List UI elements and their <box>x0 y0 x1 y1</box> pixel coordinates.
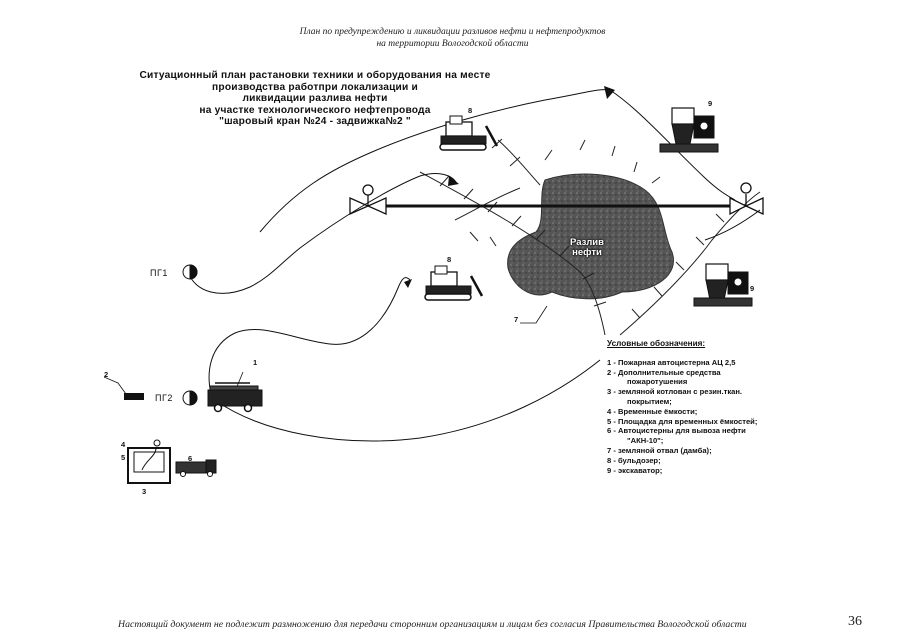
footer-notice: Настоящий документ не подлежит размножен… <box>118 619 747 630</box>
bulldozer-icon <box>424 265 484 301</box>
hydrant-pg1-icon <box>182 264 198 280</box>
earth-pit-icon <box>127 439 171 484</box>
marker-2: 2 <box>104 370 109 379</box>
plan-title-line: Ситуационный план растановки техники и о… <box>139 70 491 81</box>
plan-title-line: ликвидации разлива нефти <box>242 93 388 105</box>
legend-item: 2 - Дополнительные средства <box>607 367 721 377</box>
excavator-icon <box>693 263 753 307</box>
plan-title: Ситуационный план растановки техники и о… <box>95 70 535 128</box>
legend-item: 3 - земляной котлован с резин.ткан. <box>607 387 743 397</box>
marker-1: 1 <box>253 358 258 367</box>
fire-truck-icon <box>207 382 263 413</box>
leader-lines <box>103 305 548 395</box>
marker-7: 7 <box>514 315 519 324</box>
marker-3: 3 <box>142 487 147 496</box>
doc-header-line2: на территории Вологодской области <box>376 39 529 49</box>
marker-6: 6 <box>188 454 193 463</box>
legend: Условные обозначения: 1 - Пожарная автоц… <box>607 339 857 475</box>
ball-valve-left <box>349 184 387 216</box>
legend-item-cont: покрытием; <box>627 396 672 406</box>
oil-spill-label: Разлив нефти <box>562 238 612 258</box>
bulldozer-icon <box>439 115 499 151</box>
legend-item-cont: пожаротушения <box>627 377 688 387</box>
marker-9-mid: 9 <box>750 284 755 293</box>
oil-tanker-truck-icon <box>175 459 217 477</box>
marker-5: 5 <box>121 453 126 462</box>
legend-item: 7 - земляной отвал (дамба); <box>607 445 712 455</box>
legend-item-cont: "АКН-10"; <box>627 436 664 446</box>
legend-item: 1 - Пожарная автоцистерна АЦ 2,5 <box>607 357 736 367</box>
doc-header-line1: План по предупреждению и ликвидации разл… <box>299 27 606 37</box>
earth-dam <box>419 138 761 336</box>
extinguisher-equipment-icon <box>124 393 144 400</box>
hydrant-pg2-label: ПГ2 <box>155 393 173 403</box>
legend-item: 8 - бульдозер; <box>607 455 661 465</box>
hydrant-pg1-label: ПГ1 <box>150 268 168 278</box>
marker-8-top: 8 <box>468 106 473 115</box>
fire-hose-lines <box>187 89 761 442</box>
legend-item: 9 - экскаватор; <box>607 465 663 475</box>
legend-title: Условные обозначения: <box>607 339 706 348</box>
plan-title-line: "шаровый кран №24 - задвижка№2 " <box>219 116 411 128</box>
oil-spill-label-line: Разлив <box>570 237 604 248</box>
legend-item: 4 - Временные ёмкости; <box>607 406 698 416</box>
hydrant-pg2-icon <box>182 390 198 406</box>
plan-title-line: на участке технологического нефтепровода <box>199 104 431 116</box>
excavator-icon <box>659 107 719 153</box>
legend-item: 6 - Автоцистерны для вывоза нефти <box>607 426 746 436</box>
hose-direction-arrows <box>404 86 615 288</box>
legend-item: 5 - Площадка для временных ёмкостей; <box>607 416 758 426</box>
page-number: 36 <box>848 614 862 629</box>
marker-8-mid: 8 <box>447 255 452 264</box>
marker-4: 4 <box>121 440 126 449</box>
oil-spill-label-line: нефти <box>572 247 602 258</box>
marker-9-top: 9 <box>708 99 713 108</box>
gate-valve-right <box>729 182 764 216</box>
plan-title-line: производства работпри локализации и <box>212 81 418 93</box>
